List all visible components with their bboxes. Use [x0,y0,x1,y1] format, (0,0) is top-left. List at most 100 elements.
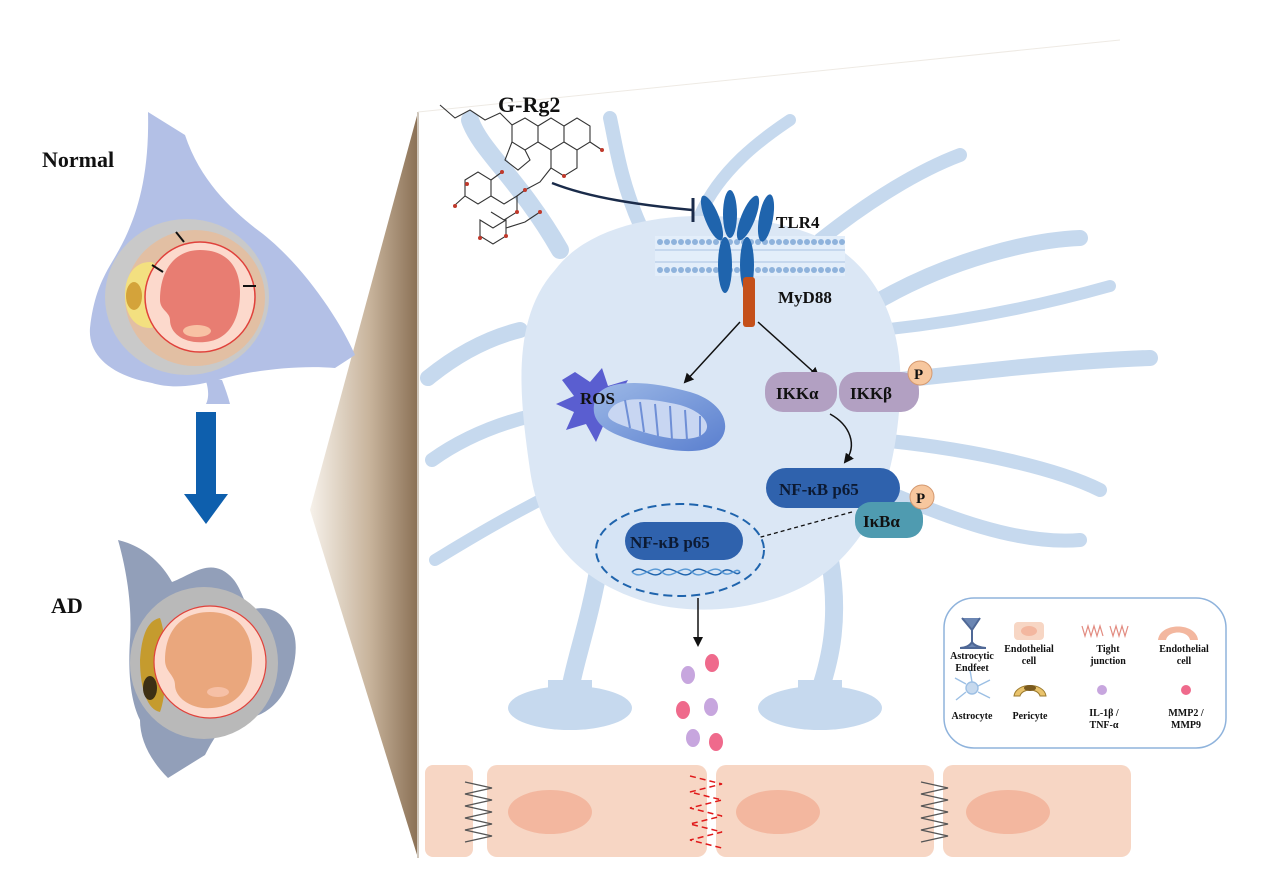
legend-junction-icon [1081,623,1129,639]
legend-label: Endothelial [1159,644,1209,655]
tight-junctions [464,781,949,843]
lipid-head [685,267,691,273]
lipid-head [699,267,705,273]
legend-mmp-icon [1181,685,1191,695]
tlr4-receptor [700,190,775,293]
il1b-dot [704,698,718,716]
lipid-head [783,239,789,245]
ikb-alpha-label: IκBα [863,512,900,531]
legend-label: MMP9 [1171,720,1201,731]
lipid-head [657,267,663,273]
ad-vessel [118,540,296,778]
ros-label: ROS [580,389,615,408]
lipid-head [811,239,817,245]
myd88-adaptor [743,277,755,327]
lipid-head [692,267,698,273]
legend-pericyte-icon [1013,685,1047,697]
lipid-head [818,267,824,273]
lipid-head [804,239,810,245]
endothelial-layer [425,765,1131,857]
lipid-head [839,239,845,245]
zoom-wedge [310,112,418,858]
lipid-head [790,267,796,273]
phospho-ikb [909,484,935,510]
normal-vessel [89,112,356,404]
lipid-head [678,267,684,273]
legend-vessel-icon [1158,626,1198,640]
myd88-label: MyD88 [778,288,832,307]
lipid-head [713,239,719,245]
progression-arrow [184,412,228,524]
lipid-head [776,239,782,245]
lipid-head [825,239,831,245]
lipid-head [762,267,768,273]
inhibition-arrow [551,181,693,212]
legend-label: cell [1177,656,1192,667]
lipid-head [678,239,684,245]
compound-structure [439,104,603,245]
legend-label: Tight [1096,644,1120,655]
lipid-head [832,267,838,273]
lipid-head [657,239,663,245]
legend-il1b-icon [1097,685,1107,695]
lipid-head [713,267,719,273]
nfkb-nuclear [625,522,743,560]
legend-label: Pericyte [1013,711,1049,722]
lipid-head [734,267,740,273]
lipid-head [671,239,677,245]
lipid-head [699,239,705,245]
mmp-dot [709,733,723,751]
lipid-head [685,239,691,245]
lipid-head [769,267,775,273]
legend-astrocyte-icon [954,669,991,701]
arrow-to-ikk [757,321,820,378]
nfkb-nuclear-label: NF-κB p65 [630,533,710,552]
ikb-alpha [855,502,923,538]
released-factors [676,654,723,751]
lipid-head [755,239,761,245]
lipid-head [664,239,670,245]
legend-label: junction [1089,656,1126,667]
phospho-ikk [907,360,933,386]
lipid-head [769,239,775,245]
lipid-head [671,267,677,273]
lipid-head [664,267,670,273]
lipid-head [839,267,845,273]
compound-atoms [453,148,604,240]
lipid-head [804,267,810,273]
il1b-dot [686,729,700,747]
ad-label: AD [51,593,83,618]
nfkb-cytoplasm [766,468,900,508]
legend-label: Endfeet [955,663,989,674]
legend-endfeet-icon [959,617,987,649]
ikk-alpha-label: IKKα [776,384,819,403]
il1b-dot [681,666,695,684]
legend-label: cell [1022,656,1037,667]
legend-label: MMP2 / [1168,708,1203,719]
lipid-head [832,239,838,245]
nfkb-label: NF-κB p65 [779,480,859,499]
ikk-complex [765,372,919,412]
lipid-head [783,267,789,273]
phospho-ikb-label: P [916,491,925,507]
arrow-ikk-to-nfkb [829,413,854,464]
legend-label: Astrocytic [950,651,994,662]
lipid-head [706,267,712,273]
normal-label: Normal [42,147,114,172]
ikk-beta-label: IKKβ [850,384,892,403]
tlr4-label: TLR4 [776,213,820,232]
phospho-ikk-label: P [914,367,923,383]
mmp-dot [705,654,719,672]
arrow-to-ros [683,321,741,384]
lipid-head [825,267,831,273]
legend-label: TNF-α [1090,720,1119,731]
dna-helix [631,568,741,576]
lipid-head [797,267,803,273]
legend-label: IL-1β / [1089,708,1119,719]
zoom-edge-top [417,39,1121,113]
legend-label: Endothelial [1004,644,1054,655]
lipid-head [811,267,817,273]
mmp-dot [676,701,690,719]
